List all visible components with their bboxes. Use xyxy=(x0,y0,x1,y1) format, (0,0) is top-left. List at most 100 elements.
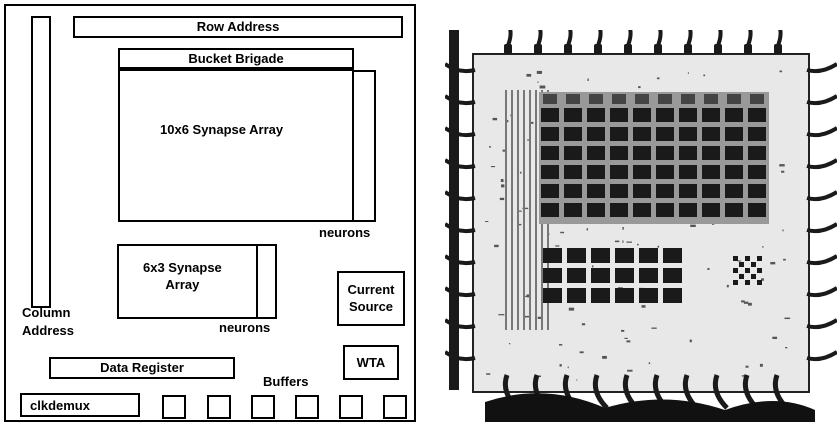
synapse-cell xyxy=(725,203,743,217)
texture-speck xyxy=(485,221,488,222)
texture-speck xyxy=(559,344,562,345)
texture-speck xyxy=(637,244,639,245)
texture-speck xyxy=(782,229,783,231)
synapse-cell xyxy=(639,288,658,303)
data-register-label: Data Register xyxy=(100,361,184,375)
buffer-cell xyxy=(207,395,231,419)
bucket-cell xyxy=(704,94,718,104)
synapse-array-6x3-label: 6x3 Synapse Array xyxy=(143,261,222,291)
synapse-cell xyxy=(591,248,610,263)
synapse-cell xyxy=(679,203,697,217)
texture-speck xyxy=(555,245,559,246)
bucket-cell xyxy=(658,94,672,104)
texture-speck xyxy=(491,166,495,167)
texture-speck xyxy=(652,328,657,329)
synapse-cell xyxy=(564,203,582,217)
bond-pad-top xyxy=(504,44,512,54)
synapse-cell xyxy=(587,108,605,122)
texture-speck xyxy=(624,338,627,339)
synapse-cell xyxy=(702,146,720,160)
chip-die-photo xyxy=(445,30,837,422)
synapse-cell xyxy=(541,203,559,217)
buffer-cell xyxy=(339,395,363,419)
synapse-array-6x3-label-line2: Array xyxy=(143,278,222,292)
bucket-brigade-block: Bucket Brigade xyxy=(118,48,354,69)
synapse-cell xyxy=(567,268,586,283)
texture-speck xyxy=(638,86,640,88)
texture-speck xyxy=(649,362,650,364)
neurons-upper-label: neurons xyxy=(319,226,370,240)
texture-speck xyxy=(569,308,574,311)
synapse-cell xyxy=(639,248,658,263)
texture-speck xyxy=(531,122,533,124)
texture-speck xyxy=(576,380,577,381)
synapse-cell xyxy=(663,248,682,263)
synapse-cell xyxy=(725,108,743,122)
synapse-cell xyxy=(541,146,559,160)
synapse-cell xyxy=(610,108,628,122)
texture-speck xyxy=(627,370,632,372)
synapse-cell xyxy=(748,203,766,217)
texture-speck xyxy=(707,268,709,270)
clkdemux-block: clkdemux xyxy=(20,393,140,417)
synapse-cell xyxy=(564,184,582,198)
texture-speck xyxy=(770,262,775,264)
texture-speck xyxy=(657,246,659,248)
synapse-cell xyxy=(587,203,605,217)
texture-speck xyxy=(785,347,787,348)
checker-cell xyxy=(757,268,762,273)
trace-line xyxy=(505,90,507,330)
synapse-cell xyxy=(656,184,674,198)
texture-speck xyxy=(587,79,588,81)
synapse-cell xyxy=(615,248,634,263)
checker-cell xyxy=(757,280,762,285)
texture-speck xyxy=(580,351,584,353)
texture-speck xyxy=(784,318,790,319)
neurons-lower-label: neurons xyxy=(219,321,270,335)
synapse-cell xyxy=(663,288,682,303)
texture-speck xyxy=(507,120,508,122)
texture-speck xyxy=(622,227,623,230)
texture-speck xyxy=(538,317,542,319)
synapse-cell xyxy=(541,127,559,141)
checker-cell xyxy=(739,262,744,267)
synapse-cell xyxy=(702,127,720,141)
texture-speck xyxy=(582,323,585,325)
texture-speck xyxy=(526,74,531,77)
bond-pad-top xyxy=(594,44,602,54)
texture-speck xyxy=(626,242,632,243)
texture-speck xyxy=(587,228,588,230)
texture-speck xyxy=(760,364,763,367)
column-address-bar xyxy=(31,16,51,308)
texture-speck xyxy=(537,82,538,83)
synapse-cell xyxy=(748,108,766,122)
trace-line xyxy=(529,90,531,330)
synapse-cell xyxy=(702,165,720,179)
bucket-cell xyxy=(589,94,603,104)
bond-pad-top xyxy=(744,44,752,54)
checker-cell xyxy=(733,280,738,285)
synapse-cell xyxy=(702,184,720,198)
synapse-cell xyxy=(663,268,682,283)
synapse-cell xyxy=(748,165,766,179)
bucket-cell xyxy=(635,94,649,104)
synapse-cell xyxy=(679,146,697,160)
checker-cell xyxy=(739,274,744,279)
synapse-cell xyxy=(541,184,559,198)
texture-speck xyxy=(540,86,546,89)
synapse-cell xyxy=(541,108,559,122)
bucket-cell xyxy=(566,94,580,104)
synapse-cell xyxy=(615,268,634,283)
synapse-cell xyxy=(564,127,582,141)
texture-speck xyxy=(779,164,784,166)
synapse-cell xyxy=(633,108,651,122)
texture-speck xyxy=(748,303,752,306)
synapse-cell xyxy=(748,127,766,141)
buffer-cell xyxy=(295,395,319,419)
synapse-cell xyxy=(725,146,743,160)
trace-line xyxy=(517,90,519,330)
synapse-array-10x6-label: 10x6 Synapse Array xyxy=(160,123,283,137)
bond-pad-top xyxy=(564,44,572,54)
texture-speck xyxy=(509,343,510,344)
row-address-label: Row Address xyxy=(197,20,280,34)
